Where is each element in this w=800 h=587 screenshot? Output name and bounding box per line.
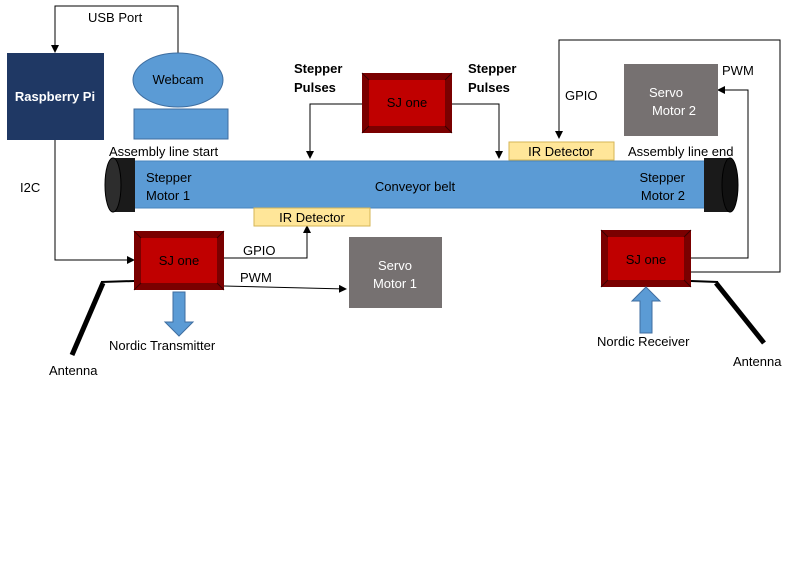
stepper-pulses-left-label-line1: Stepper xyxy=(294,61,342,76)
gpio-left-label: GPIO xyxy=(243,243,276,258)
antenna-left-icon xyxy=(69,280,135,356)
stepper-pulses-right-label-line2: Pulses xyxy=(468,80,510,95)
assembly-line-start-label: Assembly line start xyxy=(109,144,218,159)
sj-one-left-label: SJ one xyxy=(159,253,199,268)
stepper-motor-1-label-line1: Stepper xyxy=(146,170,192,185)
connection-lines xyxy=(51,5,781,293)
antenna-right-label: Antenna xyxy=(733,354,782,369)
nordic-transmitter-arrow-icon xyxy=(163,291,195,337)
sj-one-top: SJ one xyxy=(361,72,453,134)
servo-motor-2-label-line1: Servo xyxy=(649,85,683,100)
i2c-label: I2C xyxy=(20,180,40,195)
servo-motor-1-label-line1: Servo xyxy=(378,258,412,273)
right-roller-icon xyxy=(704,157,739,213)
webcam-label: Webcam xyxy=(152,72,203,87)
ir-detector-top-label: IR Detector xyxy=(528,144,594,159)
servo-motor-1-label-line2: Motor 1 xyxy=(373,276,417,291)
sj-one-top-label: SJ one xyxy=(387,95,427,110)
conveyor-belt: Conveyor belt Stepper Motor 1 Stepper Mo… xyxy=(104,157,739,213)
raspberry-pi: Raspberry Pi xyxy=(7,53,104,140)
conveyor-belt-label: Conveyor belt xyxy=(375,179,456,194)
servo-motor-2-label-line2: Motor 2 xyxy=(652,103,696,118)
ir-detector-top: IR Detector xyxy=(508,141,615,161)
pwm-left-line xyxy=(223,284,347,293)
stepper-pulses-right-label-line1: Stepper xyxy=(468,61,516,76)
webcam: Webcam xyxy=(132,52,229,140)
free-labels: USB Port I2C Assembly line start Assembl… xyxy=(20,10,782,378)
i2c-line xyxy=(54,140,135,264)
webcam-icon xyxy=(132,52,224,108)
antenna-left-label: Antenna xyxy=(49,363,98,378)
usb-port-line xyxy=(51,5,179,56)
sj-one-right-label: SJ one xyxy=(626,252,666,267)
stepper-pulses-right-line xyxy=(452,103,503,159)
sj-one-right: SJ one xyxy=(600,229,692,288)
stepper-motor-1-label-line2: Motor 1 xyxy=(146,188,190,203)
gpio-top-label: GPIO xyxy=(565,88,598,103)
gpio-left-line xyxy=(224,225,311,259)
ir-detector-bottom-label: IR Detector xyxy=(279,210,345,225)
nordic-transmitter-label: Nordic Transmitter xyxy=(109,338,216,353)
assembly-line-end-label: Assembly line end xyxy=(628,144,734,159)
left-roller-icon xyxy=(104,157,135,213)
stepper-motor-2-label-line2: Motor 2 xyxy=(641,188,685,203)
nordic-receiver-label: Nordic Receiver xyxy=(597,334,690,349)
pwm-right-label: PWM xyxy=(722,63,754,78)
servo-motor-1: Servo Motor 1 xyxy=(349,237,442,308)
pwm-right-line xyxy=(691,86,749,259)
usb-port-label: USB Port xyxy=(88,10,143,25)
pwm-left-label: PWM xyxy=(240,270,272,285)
stepper-pulses-left-label-line2: Pulses xyxy=(294,80,336,95)
nordic-receiver-arrow-icon xyxy=(630,286,662,334)
stepper-motor-2-label-line1: Stepper xyxy=(639,170,685,185)
antenna-right-icon xyxy=(690,280,766,345)
gpio-right-line xyxy=(555,39,781,273)
stepper-pulses-left-line xyxy=(306,103,362,159)
sj-one-left: SJ one xyxy=(133,230,225,291)
servo-motor-2: Servo Motor 2 xyxy=(624,64,718,136)
ir-detector-bottom: IR Detector xyxy=(253,207,371,227)
raspberry-pi-label: Raspberry Pi xyxy=(15,89,95,104)
